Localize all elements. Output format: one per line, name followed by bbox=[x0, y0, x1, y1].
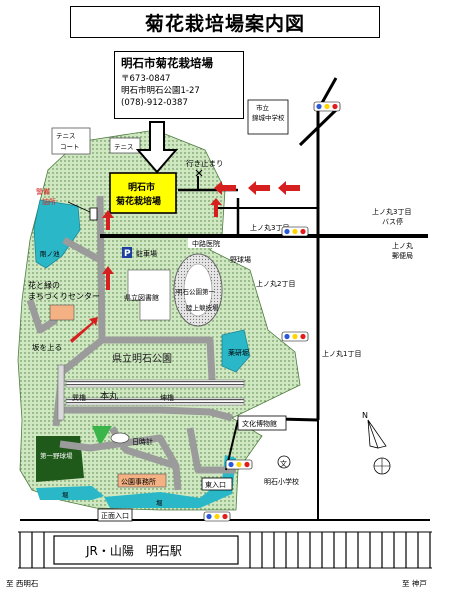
hospital-box bbox=[188, 238, 234, 248]
route-arrows bbox=[70, 181, 300, 343]
guard-post-line1: 警備 bbox=[36, 187, 50, 196]
traffic-light-icon bbox=[281, 226, 309, 237]
ueno-maru-3-label-b: 上ノ丸3丁目 bbox=[372, 207, 411, 216]
walls bbox=[57, 364, 245, 421]
kinjo-school-label-a: 市立 bbox=[256, 103, 270, 112]
first-baseball-field-label: 第一野球場 bbox=[40, 451, 73, 460]
ueno-maru-1-label: 上ノ丸1丁目 bbox=[322, 349, 361, 358]
station-box bbox=[53, 535, 239, 565]
tennis-court-2-label-b: コート bbox=[60, 143, 80, 151]
yagenbori-label: 薬研堀 bbox=[228, 348, 249, 357]
east-entrance-label: 東入口 bbox=[205, 480, 226, 489]
to-kobe-label: 至 神戸 bbox=[402, 578, 427, 588]
tsuruno-pond bbox=[33, 199, 81, 269]
parking-label: 駐車場 bbox=[136, 249, 157, 258]
hitsujisaru-label: 坤櫓 bbox=[160, 393, 174, 402]
flower-center-line2: まちづくりセンター bbox=[28, 292, 100, 301]
parking-icon-letter: P bbox=[124, 249, 131, 259]
museum-building bbox=[237, 415, 287, 431]
moat-south bbox=[36, 486, 104, 500]
moat-south-east bbox=[104, 455, 236, 508]
main-entrance-label: 正面入口 bbox=[101, 512, 129, 520]
moat-label-2: 堀 bbox=[156, 498, 163, 507]
postal-code: 〒673-0847 bbox=[121, 74, 171, 84]
ueno-maru-2-label: 上ノ丸2丁目 bbox=[256, 279, 295, 288]
traffic-light-icon bbox=[281, 331, 309, 342]
school-symbol-char: 文 bbox=[280, 459, 287, 468]
baseball-label: 野球場 bbox=[230, 255, 251, 264]
station-label: JR・山陽 明石駅 bbox=[85, 544, 182, 558]
facility-name: 明石市菊花栽培場 bbox=[121, 56, 213, 70]
park-label: 県立明石公園 bbox=[112, 352, 172, 365]
guard-post-building bbox=[89, 207, 98, 221]
flower-center-building bbox=[49, 304, 75, 321]
traffic-lights bbox=[203, 101, 341, 522]
guard-post-line2: 詰所 bbox=[42, 197, 56, 206]
clock-garden bbox=[92, 426, 112, 446]
park-office-building bbox=[117, 473, 167, 488]
library-label: 県立図書館 bbox=[124, 293, 159, 302]
tatsumi-label: 巽櫓 bbox=[72, 393, 86, 402]
library-building bbox=[127, 269, 171, 321]
tennis-court-1 bbox=[109, 137, 141, 154]
north-label: N bbox=[362, 411, 368, 420]
main-entrance-box bbox=[97, 508, 133, 522]
kinjo-school-label-b: 錦城中学校 bbox=[252, 113, 285, 122]
bus-stop-label: バス停 bbox=[382, 217, 403, 226]
traffic-light-icon bbox=[203, 511, 231, 522]
traffic-light-icon bbox=[313, 101, 341, 112]
kiku-site-box bbox=[109, 172, 177, 214]
map-title: 菊花栽培場案内図 bbox=[144, 12, 305, 35]
site-label-line2: 菊花栽培場 bbox=[115, 195, 161, 207]
phone-number: (078)-912-0387 bbox=[121, 98, 188, 108]
parking-icon bbox=[122, 247, 132, 258]
stadium-field bbox=[183, 263, 213, 317]
site-pointer-arrow bbox=[135, 121, 179, 174]
flower-center-line1: 花と緑の bbox=[28, 280, 60, 290]
school-map-symbol bbox=[277, 455, 291, 469]
traffic-light-icon bbox=[225, 459, 253, 470]
north-arrow-icon: N bbox=[362, 411, 391, 475]
to-nishi-akashi-label: 至 西明石 bbox=[6, 579, 39, 588]
hospital-label: 中路医院 bbox=[192, 239, 220, 248]
stadium-label-line1: 明石公園第一 bbox=[176, 287, 216, 296]
map-title-box: 菊花栽培場案内図 bbox=[70, 6, 380, 38]
stadium-label-line2: 陸上競技場 bbox=[186, 303, 219, 312]
tennis-court-2 bbox=[51, 127, 91, 155]
honmaru-label: 本丸 bbox=[100, 390, 118, 402]
park-office-label: 公園事務所 bbox=[121, 477, 156, 486]
facility-info-box: 明石市菊花栽培場 〒673-0847 明石市明石公園1-27 (078)-912… bbox=[114, 51, 244, 119]
moat-label: 堀 bbox=[62, 490, 69, 499]
yagenbori-pond bbox=[221, 329, 251, 373]
post-office-label-b: 郵便局 bbox=[392, 251, 413, 260]
slope-label: 坂を上る bbox=[32, 342, 62, 352]
tennis-court-1-label: テニス bbox=[114, 143, 134, 151]
sundial-icon bbox=[110, 432, 130, 444]
tennis-court-2-label: テニス bbox=[56, 132, 76, 140]
east-entrance-box bbox=[201, 477, 233, 491]
dead-end-label: 行き止まり bbox=[186, 158, 224, 168]
railway: JR・山陽 明石駅 bbox=[18, 531, 432, 569]
address: 明石市明石公園1-27 bbox=[121, 86, 200, 96]
dead-end-mark bbox=[195, 169, 203, 177]
ueno-maru-3-label-a: 上ノ丸3丁目 bbox=[250, 223, 289, 232]
kinjo-school-building bbox=[247, 99, 289, 135]
guard-post-leader bbox=[67, 201, 91, 213]
museum-label: 文化博物館 bbox=[242, 419, 277, 428]
site-label-line1: 明石市 bbox=[128, 181, 155, 193]
tsuruno-pond-label: 剛ノ池 bbox=[40, 249, 60, 258]
post-office-label-a: 上ノ丸 bbox=[392, 241, 413, 250]
akashi-school-label: 明石小学校 bbox=[264, 477, 299, 486]
sundial-label: 日時計 bbox=[132, 437, 153, 446]
